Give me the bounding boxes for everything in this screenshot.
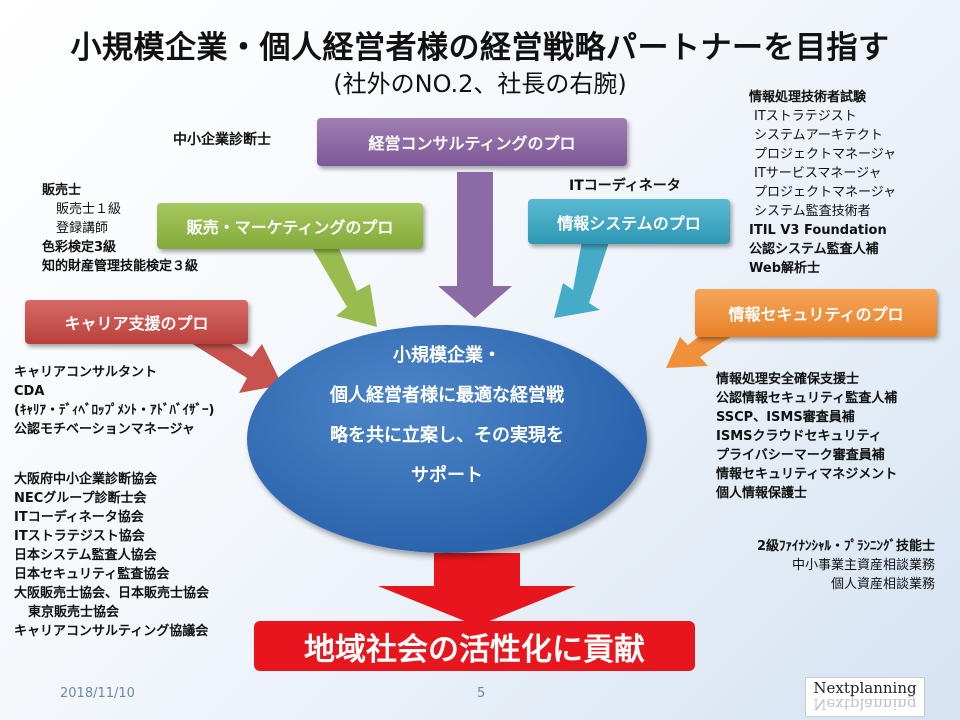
- security-qualifications: 情報処理安全確保支援士 公認情報セキュリティ監査人補 SSCP、ISMS審査員補…: [716, 370, 897, 503]
- center-line: 個人経営者様に最適な経営戦: [330, 385, 564, 406]
- center-line: サポート: [411, 465, 483, 486]
- qual-item: プロジェクトマネージャ: [754, 185, 897, 200]
- consulting-pro-box: 経営コンサルティングのプロ: [317, 118, 627, 166]
- qual-item: CDA: [14, 384, 45, 399]
- qual-item: 個人情報保護士: [716, 486, 808, 501]
- qual-item: SSCP、ISMS審査員補: [716, 410, 855, 425]
- page-number: 5: [477, 686, 486, 701]
- logo-text: Nextplanning: [813, 679, 917, 697]
- association-item: 日本システム監査人協会: [14, 548, 157, 563]
- page-subtitle: (社外のNO.2、社長の右腕): [333, 70, 627, 98]
- association-item: キャリアコンサルティング協議会: [14, 624, 209, 639]
- sales-pro-box: 販売・マーケティングのプロ: [157, 203, 423, 249]
- association-item: NECグループ診断士会: [14, 491, 147, 506]
- qual-item: システムアーキテクト: [754, 128, 883, 143]
- association-list: 大阪府中小企業診断協会 NECグループ診断士会 ITコーディネータ協会 ITスト…: [14, 470, 209, 641]
- qual-item: 知的財産管理技能検定３級: [42, 259, 199, 274]
- footer-date: 2018/11/10: [60, 686, 135, 701]
- qual-item: ITIL V3 Foundation: [749, 223, 887, 238]
- sales-arrow: [304, 234, 377, 327]
- contribution-banner: 地域社会の活性化に貢献: [254, 621, 695, 671]
- qual-item: キャリアコンサルタント: [14, 365, 158, 380]
- qual-item: 販売士: [42, 183, 82, 198]
- association-item: 大阪販売士協会、日本販売士協会: [14, 586, 210, 601]
- qual-item: 色彩検定3級: [42, 240, 117, 255]
- contribution-arrow: [378, 553, 576, 626]
- qual-item: 公認システム監査人補: [749, 242, 879, 257]
- qual-item: Web解析士: [749, 261, 820, 276]
- qual-item: プロジェクトマネージャ: [754, 147, 897, 162]
- qual-item: ISMSクラウドセキュリティ: [716, 429, 882, 444]
- center-ellipse: [247, 325, 647, 553]
- career-pro-box: キャリア支援のプロ: [25, 300, 248, 344]
- center-message: 小規模企業・ 個人経営者様に最適な経営戦 略を共に立案し、その実現を サポート: [262, 336, 632, 496]
- qual-heading: 情報処理技術者試験: [749, 90, 867, 105]
- qual-item: (ｷｬﾘｱ・ﾃﾞｨﾍﾞﾛｯﾌﾟﾒﾝﾄ・ｱﾄﾞﾊﾞｲｻﾞｰ): [14, 403, 215, 418]
- page-title: 小規模企業・個人経営者様の経営戦略パートナーを目指す: [70, 30, 890, 66]
- qual-item: 個人資産相談業務: [830, 577, 935, 592]
- qual-item: 販売士１級: [56, 202, 122, 217]
- qual-item: 公認モチベーションマネージャ: [14, 422, 195, 437]
- center-line: 小規模企業・: [393, 345, 501, 366]
- logo-reflection: Nextplanning: [813, 695, 917, 713]
- qual-item: 登録講師: [56, 221, 109, 236]
- qual-item: 情報セキュリティマネジメント: [716, 467, 898, 482]
- association-item: ITストラテジスト協会: [14, 529, 145, 544]
- qual-item: 中小事業主資産相談業務: [791, 558, 935, 573]
- qual-item: 公認情報セキュリティ監査人補: [716, 391, 898, 406]
- security-pro-box: 情報セキュリティのプロ: [695, 289, 937, 337]
- association-item: 大阪府中小企業診断協会: [14, 472, 158, 487]
- qual-item: システム監査技術者: [754, 204, 871, 219]
- qual-item: 情報処理安全確保支援士: [716, 372, 860, 387]
- sales-qualifications: 販売士 販売士１級 登録講師 色彩検定3級 知的財産管理技能検定３級: [42, 181, 198, 276]
- qual-item: ITストラテジスト: [754, 109, 857, 124]
- career-arrow: [191, 343, 282, 393]
- it-coordinator-label: ITコーディネータ: [569, 178, 681, 194]
- sme-consultant-label: 中小企業診断士: [173, 132, 271, 148]
- fp-qualifications: 2級ﾌｧｲﾅﾝｼｬﾙ・ﾌﾟﾗﾝﾆﾝｸﾞ技能士 中小事業主資産相談業務 個人資産相…: [727, 537, 935, 594]
- company-logo: Nextplanning Nextplanning: [805, 677, 925, 717]
- qual-item: ITサービスマネージャ: [754, 166, 882, 181]
- qual-heading: 2級ﾌｧｲﾅﾝｼｬﾙ・ﾌﾟﾗﾝﾆﾝｸﾞ技能士: [756, 539, 935, 554]
- qual-item: プライバシーマーク審査員補: [716, 448, 885, 463]
- association-item: 東京販売士協会: [28, 605, 120, 620]
- info-system-arrow: [554, 236, 611, 318]
- info-system-pro-box: 情報システムのプロ: [528, 199, 730, 244]
- center-line: 略を共に立案し、その実現を: [330, 425, 564, 446]
- consulting-arrow: [438, 172, 512, 318]
- association-item: 日本セキュリティ監査協会: [14, 567, 170, 582]
- it-qualifications: 情報処理技術者試験 ITストラテジスト システムアーキテクト プロジェクトマネー…: [749, 88, 896, 278]
- association-item: ITコーディネータ協会: [14, 510, 144, 525]
- career-qualifications: キャリアコンサルタント CDA (ｷｬﾘｱ・ﾃﾞｨﾍﾞﾛｯﾌﾟﾒﾝﾄ・ｱﾄﾞﾊﾞ…: [14, 363, 214, 439]
- security-arrow: [666, 334, 735, 368]
